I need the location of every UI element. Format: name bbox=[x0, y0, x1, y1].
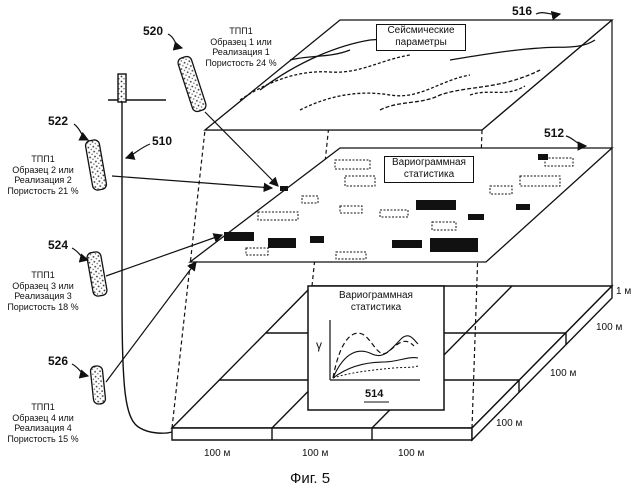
sample-1-caption: ТПП1 Образец 1 или Реализация 1 Пористос… bbox=[196, 26, 286, 68]
ref-516: 516 bbox=[512, 4, 532, 18]
dim-right-1: 100 м bbox=[596, 322, 622, 333]
ref-522: 522 bbox=[48, 114, 68, 128]
ref-514: 514 bbox=[365, 388, 383, 400]
dim-bottom-3: 100 м bbox=[398, 448, 424, 459]
variogram-stats-box-mid: Вариограммная статистика bbox=[384, 156, 474, 183]
dim-right-2: 100 м bbox=[550, 368, 576, 379]
dim-bottom-2: 100 м bbox=[302, 448, 328, 459]
well-trajectory bbox=[108, 74, 172, 433]
seismic-parameters-box: Сейсмические параметры bbox=[376, 24, 466, 51]
core-sample-icons bbox=[85, 55, 208, 404]
sample-3-caption: ТПП1 Образец 3 или Реализация 3 Пористос… bbox=[0, 270, 86, 312]
dim-right-3: 100 м bbox=[496, 418, 522, 429]
figure-caption: Фиг. 5 bbox=[290, 470, 330, 487]
gamma-axis-label: γ bbox=[316, 338, 322, 352]
ref-526: 526 bbox=[48, 354, 68, 368]
ref-520: 520 bbox=[143, 24, 163, 38]
dim-thickness: 1 м bbox=[616, 286, 631, 297]
variogram-panel-title: Вариограммная статистика bbox=[318, 290, 434, 313]
ref-524: 524 bbox=[48, 238, 68, 252]
dim-bottom-1: 100 м bbox=[204, 448, 230, 459]
sample-2-caption: ТПП1 Образец 2 или Реализация 2 Пористос… bbox=[0, 154, 86, 196]
sample-4-caption: ТПП1 Образец 4 или Реализация 4 Пористос… bbox=[0, 402, 86, 444]
ref-510: 510 bbox=[152, 134, 172, 148]
ref-512: 512 bbox=[544, 126, 564, 140]
